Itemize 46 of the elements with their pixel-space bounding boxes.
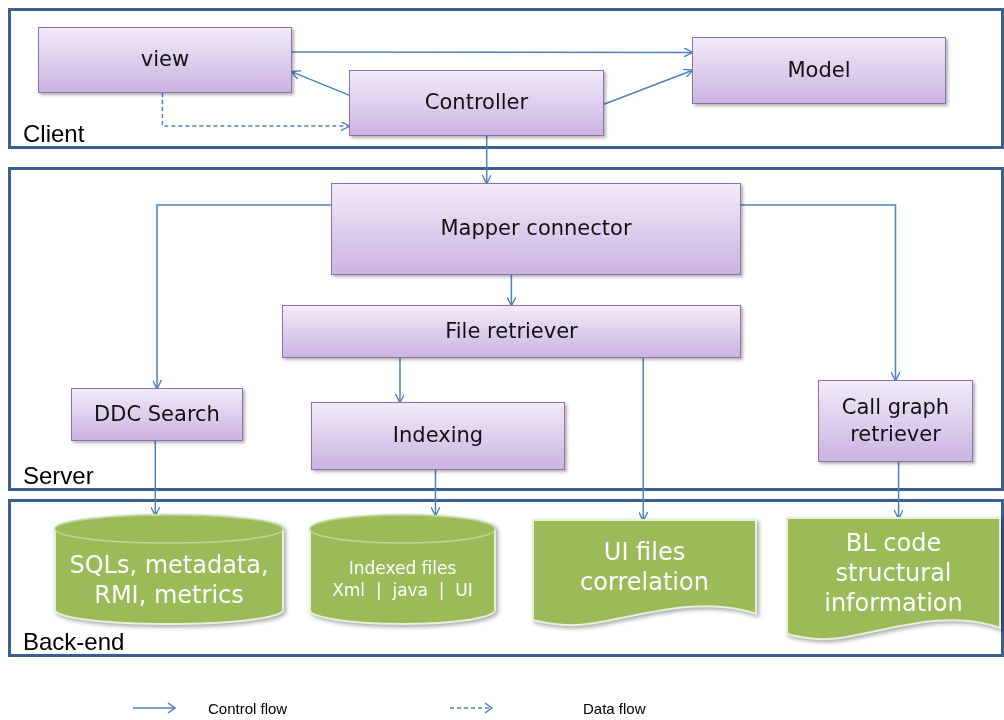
node-label: Controller [424,89,529,117]
database-cylinder [55,515,283,624]
tier-label: Back-end [23,628,125,656]
arrow [150,440,161,517]
arrow [394,357,406,404]
node-label: view [140,46,190,74]
component-box [331,183,741,275]
database-cylinder [310,515,495,624]
node-label: Mapper connector [440,215,632,243]
node-label: Model [787,56,851,84]
document-shape [533,520,756,628]
tier-band [8,8,1004,149]
arrow [603,68,694,106]
component-box [349,70,604,136]
node-label: Indexing [392,422,484,450]
arrow [290,70,350,96]
arrow [430,469,441,517]
legend-label: Control flow [208,700,288,717]
tier-band [8,167,1004,491]
node-label: Indexed files [347,558,458,580]
node-label: DDC Search [94,400,220,428]
legend-label: Data flow [583,700,646,717]
document-shape [787,518,1000,642]
arrow [161,92,351,132]
arrow [638,357,649,522]
component-box [38,27,292,93]
tier-label: Server [23,462,94,490]
component-box [311,402,565,470]
node-label: Xml | java | UI [331,579,474,601]
arrow [740,204,901,382]
node-label: File retriever [445,317,578,345]
component-box [818,380,973,462]
component-box [692,37,946,104]
arrow [506,274,517,307]
arrow [481,135,492,185]
arrow [893,461,904,520]
node-label: BL code structural information [823,528,964,618]
component-box [71,388,243,441]
tier-band [8,499,1004,657]
arrow [291,47,694,58]
node-label: UI files correlation [579,537,710,597]
tier-label: Client [23,120,85,148]
node-label: SQLs, metadata, RMI, metrics [68,549,270,610]
component-box [282,305,741,358]
node-label: Call graph retriever [840,393,951,448]
arrow [151,204,332,390]
